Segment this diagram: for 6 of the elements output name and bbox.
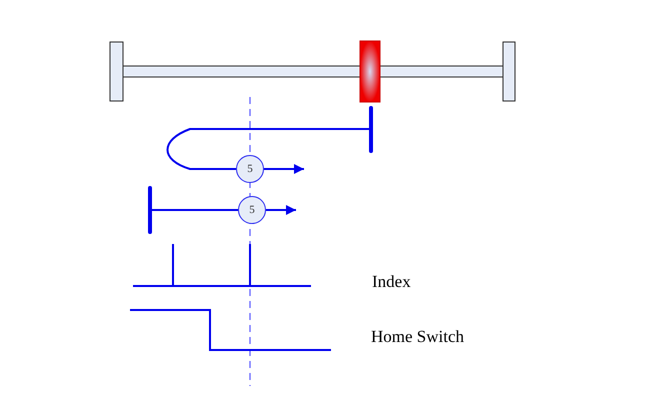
arrow (266, 205, 296, 215)
step-circle: 5 (236, 155, 264, 183)
signal-label: Home Switch (371, 327, 464, 347)
step-circle: 5 (238, 196, 266, 224)
signal-label: Index (372, 272, 411, 292)
arrow (264, 164, 304, 174)
